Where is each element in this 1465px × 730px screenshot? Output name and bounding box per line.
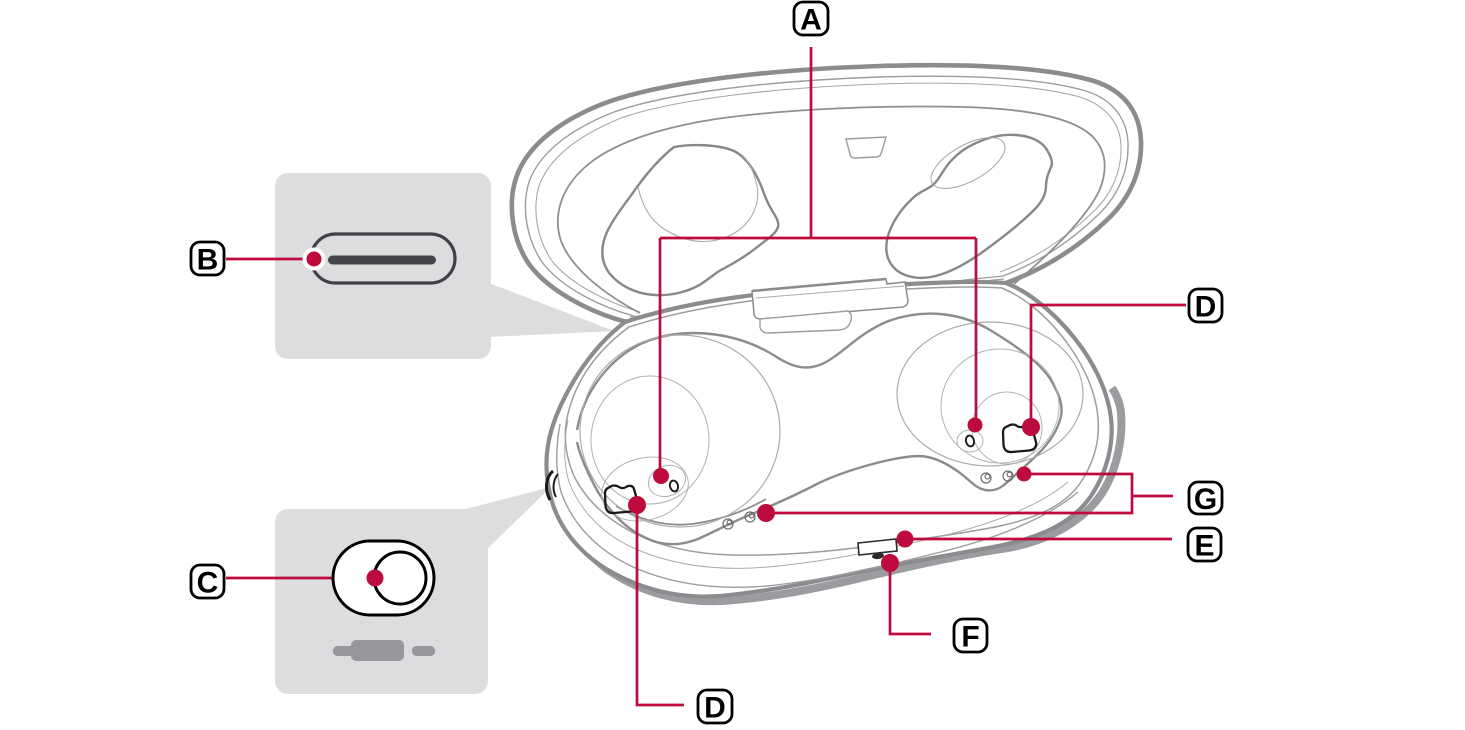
svg-text:A: A [800,4,822,37]
svg-text:F: F [961,621,979,654]
svg-text:B: B [197,244,219,277]
svg-text:C: C [197,567,219,600]
svg-text:D: D [1195,291,1217,324]
svg-text:D: D [704,692,726,725]
svg-text:E: E [1194,530,1214,563]
svg-text:G: G [1194,483,1217,516]
